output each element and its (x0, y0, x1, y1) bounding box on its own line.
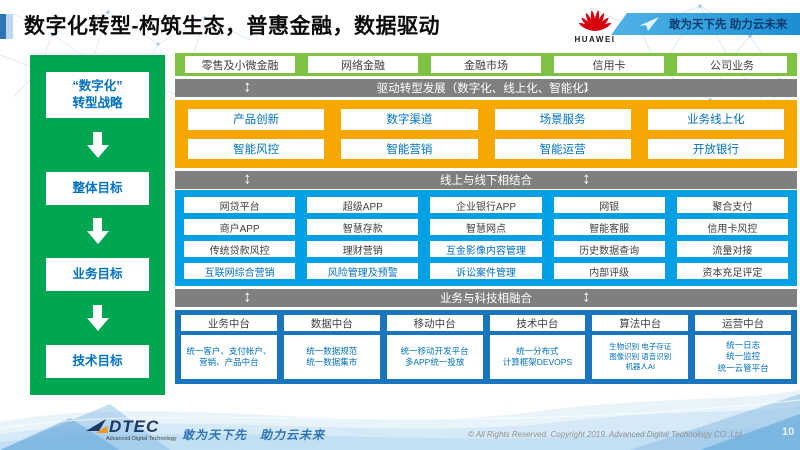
updown-arrow-icon: ↕ (582, 170, 591, 188)
platform-title: 业务中台 (181, 315, 277, 331)
title-accent-bar-dark (0, 14, 6, 39)
section-bar-online-offline: ↕ 线上与线下相结合 ↕ (175, 171, 797, 189)
capability-box: 数字渠道 (341, 109, 478, 130)
capability-box: 产品创新 (188, 109, 325, 130)
application-box: 资本充足评定 (676, 263, 788, 279)
application-box: 超级APP (307, 197, 419, 213)
application-box: 聚合支付 (676, 197, 788, 213)
capability-box: 业务线上化 (647, 109, 784, 130)
down-arrow-icon (86, 131, 109, 158)
platform-content: 统一客户、支付帐户、营销、产品中台 (181, 335, 277, 379)
platform-content: 统一移动开发平台 多APP统一投放 (386, 335, 483, 379)
application-box: 理财营销 (307, 241, 419, 257)
section-bar-label: 驱动转型发展（数字化、线上化、智能化） (376, 83, 596, 95)
business-line-box: 公司业务 (677, 56, 787, 73)
application-box: 内部评级 (553, 263, 665, 279)
application-box: 网贷平台 (184, 197, 296, 213)
section-bar-tech-fusion: ↕ 业务与科技相融合 ↕ (175, 289, 797, 307)
application-box: 企业银行APP (430, 197, 542, 213)
footer-slogan: 敢为天下先 助力云未来 (182, 428, 326, 442)
application-box: 商户APP (184, 219, 296, 235)
platform-title: 数据中台 (283, 315, 380, 331)
platform-grid: 业务中台 统一客户、支付帐户、营销、产品中台 数据中台 统一数据规范 统一数据集… (175, 310, 797, 384)
platform-title: 算法中台 (592, 315, 689, 331)
page-title: 数字化转型-构筑生态，普惠金融，数据驱动 (24, 15, 440, 38)
adtec-arrow-icon (86, 419, 108, 433)
strategy-step-overall-goal: 整体目标 (46, 171, 149, 205)
updown-arrow-icon: ↕ (582, 288, 591, 306)
strategy-step-tech-goal: 技术目标 (46, 344, 149, 378)
business-line-box: 信用卡 (554, 56, 664, 73)
title-accent-bar-light (6, 14, 13, 39)
application-box: 风险管理及预警 (307, 263, 419, 279)
application-box: 智能客服 (553, 219, 665, 235)
application-grid: 网贷平台 超级APP 企业银行APP 网银 聚合支付 商户APP 智慧存款 智慧… (175, 190, 797, 286)
capability-grid: 产品创新 数字渠道 场景服务 业务线上化 智能风控 智能营销 智能运营 开放银行 (175, 100, 797, 168)
application-box: 诉讼案件管理 (430, 263, 542, 279)
business-line-box: 零售及小微金融 (185, 56, 295, 73)
footer-copyright: © All Rights Reserved. Copyright 2019. A… (468, 430, 742, 439)
business-lines-row: 零售及小微金融 网络金融 金融市场 信用卡 公司业务 (175, 53, 797, 76)
capability-box: 智能运营 (494, 138, 631, 159)
section-bar-drive-transformation: ↕ 驱动转型发展（数字化、线上化、智能化） ↕ (175, 79, 797, 97)
application-box: 网银 (553, 197, 665, 213)
platform-title: 运营中台 (695, 315, 791, 331)
strategy-step-digital: “数字化” 转型战略 (46, 72, 149, 118)
updown-arrow-icon: ↕ (243, 78, 252, 96)
strategy-panel: “数字化” 转型战略 整体目标 业务目标 技术目标 (30, 55, 165, 395)
application-box: 传统贷款风控 (184, 241, 296, 257)
capability-box: 智能营销 (341, 138, 478, 159)
application-box: 历史数据查询 (553, 241, 665, 257)
strategy-step-business-goal: 业务目标 (46, 258, 149, 292)
down-arrow-icon (86, 218, 109, 245)
adtec-wordmark: DTEC (109, 417, 160, 436)
application-box: 智慧网点 (430, 219, 542, 235)
capability-box: 开放银行 (647, 138, 784, 159)
updown-arrow-icon: ↕ (582, 78, 591, 96)
capability-box: 智能风控 (188, 138, 325, 159)
huawei-petals-icon (578, 10, 612, 31)
section-bar-label: 业务与科技相融合 (440, 293, 532, 305)
paper-plane-icon (639, 16, 659, 31)
adtec-logo: DTEC Advanced Digital Technology (86, 418, 177, 442)
platform-title: 技术中台 (489, 315, 586, 331)
capability-box: 场景服务 (494, 109, 631, 130)
platform-content: 统一分布式 计算框架DEVOPS (489, 335, 586, 379)
business-line-box: 金融市场 (431, 56, 541, 73)
updown-arrow-icon: ↕ (243, 170, 252, 188)
application-box: 互联网综合营销 (184, 263, 296, 279)
section-bar-label: 线上与线下相结合 (440, 175, 532, 187)
application-box: 互金影像内容管理 (430, 241, 542, 257)
huawei-logo: HUAWEI (572, 5, 618, 44)
adtec-logo-subtext: Advanced Digital Technology (106, 436, 177, 442)
ribbon-slogan-text: 敢为天下先 助力云未来 (669, 19, 788, 31)
platform-content: 统一数据规范 统一数据集市 (283, 335, 380, 379)
application-box: 信用卡风控 (676, 219, 788, 235)
platform-title: 移动中台 (386, 315, 483, 331)
platform-content: 统一日志 统一监控 统一云管平台 (695, 335, 791, 379)
application-box: 智慧存款 (307, 219, 419, 235)
platform-content: 生物识别 电子存证 图像识别 语音识别 机器人AI (592, 335, 689, 379)
page-number: 10 (782, 426, 795, 438)
slogan-ribbon: 敢为天下先 助力云未来 (611, 13, 800, 35)
huawei-wordmark: HUAWEI (574, 35, 616, 44)
business-line-box: 网络金融 (308, 56, 418, 73)
application-box: 流量对接 (676, 241, 788, 257)
down-arrow-icon (86, 305, 109, 332)
updown-arrow-icon: ↕ (243, 288, 252, 306)
